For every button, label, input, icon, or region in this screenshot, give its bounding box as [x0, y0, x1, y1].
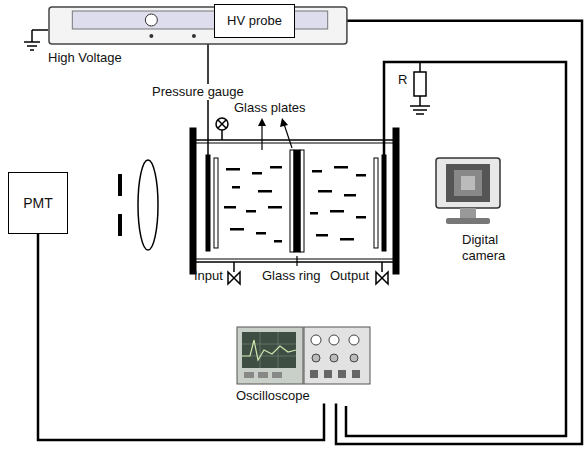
- wire-connector: [38, 234, 324, 440]
- hv-supply-icon: [48, 6, 352, 46]
- gas-valves: [228, 262, 388, 284]
- discharge-filaments: [224, 166, 366, 243]
- wire-line: [38, 234, 324, 440]
- box-label: HV probe: [227, 13, 282, 29]
- signal-wire: [346, 62, 566, 436]
- camera-icon: [436, 158, 500, 224]
- probe-box: HV probe: [214, 4, 295, 38]
- oscilloscope: Oscilloscope: [236, 326, 371, 404]
- leader-arrows: [258, 118, 297, 266]
- device-label: High Voltage: [48, 50, 352, 66]
- lens: [138, 160, 158, 250]
- port-label: Input: [194, 268, 223, 284]
- pmt-box: PMT: [8, 172, 68, 234]
- ground-symbol: [24, 30, 48, 50]
- oscilloscope-icon: [236, 326, 371, 386]
- resistor-symbol: [410, 62, 430, 114]
- resistor-label: R: [398, 72, 407, 88]
- box-label: PMT: [23, 195, 53, 212]
- port-label: Output: [330, 268, 369, 284]
- discharge-chamber: [190, 128, 399, 274]
- device-label: Digital camera: [462, 232, 522, 263]
- part-label: Glass plates: [234, 100, 306, 116]
- hv-supply: High Voltage: [48, 6, 352, 66]
- wire-connector: [295, 21, 582, 444]
- part-label: Glass ring: [262, 268, 321, 284]
- pressure-gauge-symbol: [216, 118, 228, 140]
- wire-line: [295, 21, 582, 444]
- slit: [118, 174, 122, 236]
- device-label: Oscilloscope: [236, 388, 371, 404]
- part-label: Pressure gauge: [150, 84, 246, 100]
